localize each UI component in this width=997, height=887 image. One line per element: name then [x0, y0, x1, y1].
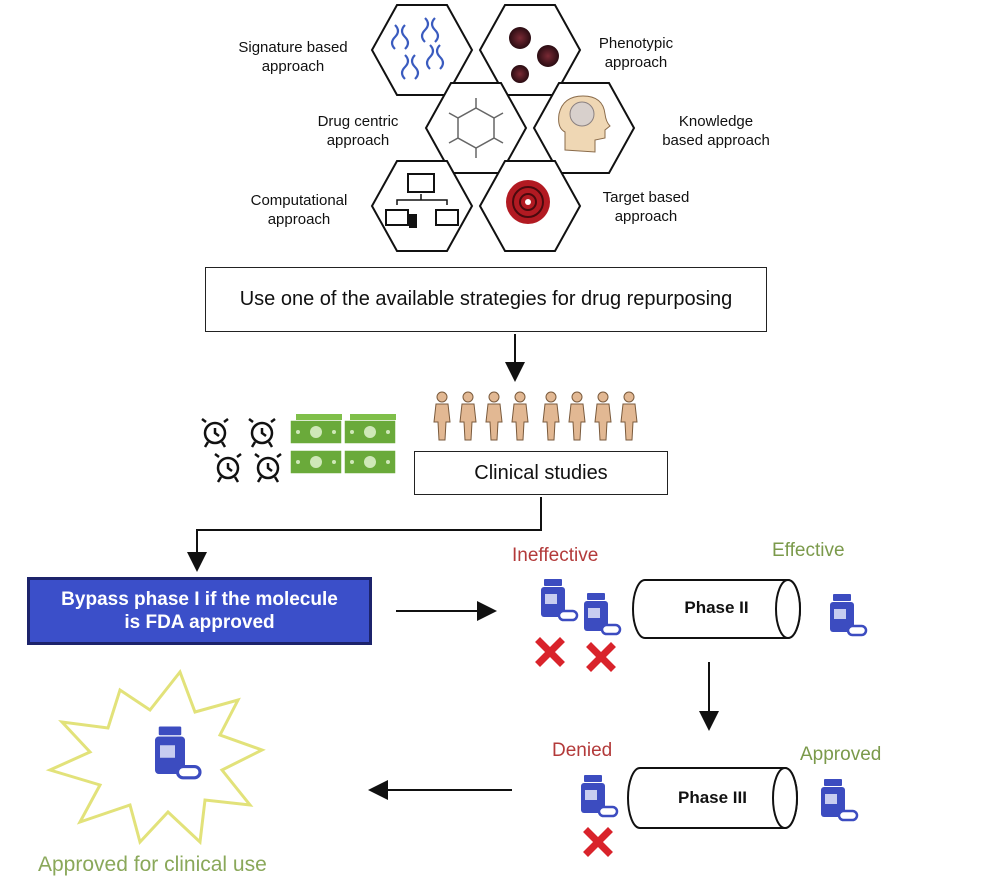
- pill-bottle-icon: [821, 779, 859, 822]
- label-signature-approach: Signature based approach: [238, 39, 348, 75]
- clinical-studies-text: Clinical studies: [474, 461, 608, 484]
- ineffective-label: Ineffective: [512, 545, 599, 566]
- benzene-icon: [448, 98, 504, 158]
- network-computers-icon: [385, 173, 459, 228]
- label-drug-centric-approach: Drug centric approach: [317, 113, 399, 149]
- money-icons: [289, 414, 397, 475]
- pill-bottle-icon: [155, 726, 202, 780]
- label-phenotypic-approach: Phenotypic approach: [598, 35, 674, 71]
- strategy-text: Use one of the available strategies for …: [239, 288, 733, 310]
- bypass-text: Bypass phase I if the molecule is FDA ap…: [61, 589, 338, 633]
- label-computational-approach: Computational approach: [250, 192, 348, 228]
- effective-label: Effective: [772, 540, 845, 561]
- arrow-clinical-to-bypass: [187, 497, 542, 572]
- clinical-studies-box: Clinical studies: [414, 451, 668, 495]
- pill-bottle-icon: [584, 593, 622, 636]
- approved-clinical-use-label: Approved for clinical use: [38, 853, 267, 876]
- hex-target: [478, 160, 582, 252]
- hex-drug-centric: [424, 82, 528, 174]
- label-knowledge-approach: Knowledge based approach: [662, 113, 770, 149]
- target-icon: [506, 180, 550, 224]
- red-x-icon: [535, 637, 565, 667]
- phase3-cylinder: [627, 767, 798, 829]
- hex-computational: [370, 160, 474, 252]
- pill-bottle-icons: [155, 579, 868, 822]
- approved-label: Approved: [800, 744, 882, 765]
- strategy-box: Use one of the available strategies for …: [205, 267, 767, 332]
- pill-bottle-icon: [581, 775, 619, 818]
- cell-icon: [509, 27, 559, 83]
- people-icons: [433, 391, 638, 441]
- dna-icon: [390, 17, 445, 80]
- alarm-clock-icons: [201, 418, 282, 483]
- pill-bottle-icon: [541, 579, 579, 622]
- hex-signature: [370, 4, 474, 96]
- hex-phenotypic: [478, 4, 582, 96]
- bypass-phase1-box: Bypass phase I if the molecule is FDA ap…: [27, 577, 372, 645]
- pill-bottle-icon: [830, 594, 868, 637]
- red-x-icon: [586, 642, 616, 672]
- hex-knowledge: [532, 82, 636, 174]
- phase2-label: Phase II: [684, 598, 749, 617]
- phase3-label: Phase III: [678, 788, 747, 807]
- brain-head-icon: [558, 95, 611, 153]
- red-x-icons: [535, 637, 616, 857]
- phase2-cylinder: [632, 579, 801, 639]
- denied-label: Denied: [552, 740, 613, 761]
- label-target-approach: Target based approach: [602, 189, 690, 225]
- red-x-icon: [583, 827, 613, 857]
